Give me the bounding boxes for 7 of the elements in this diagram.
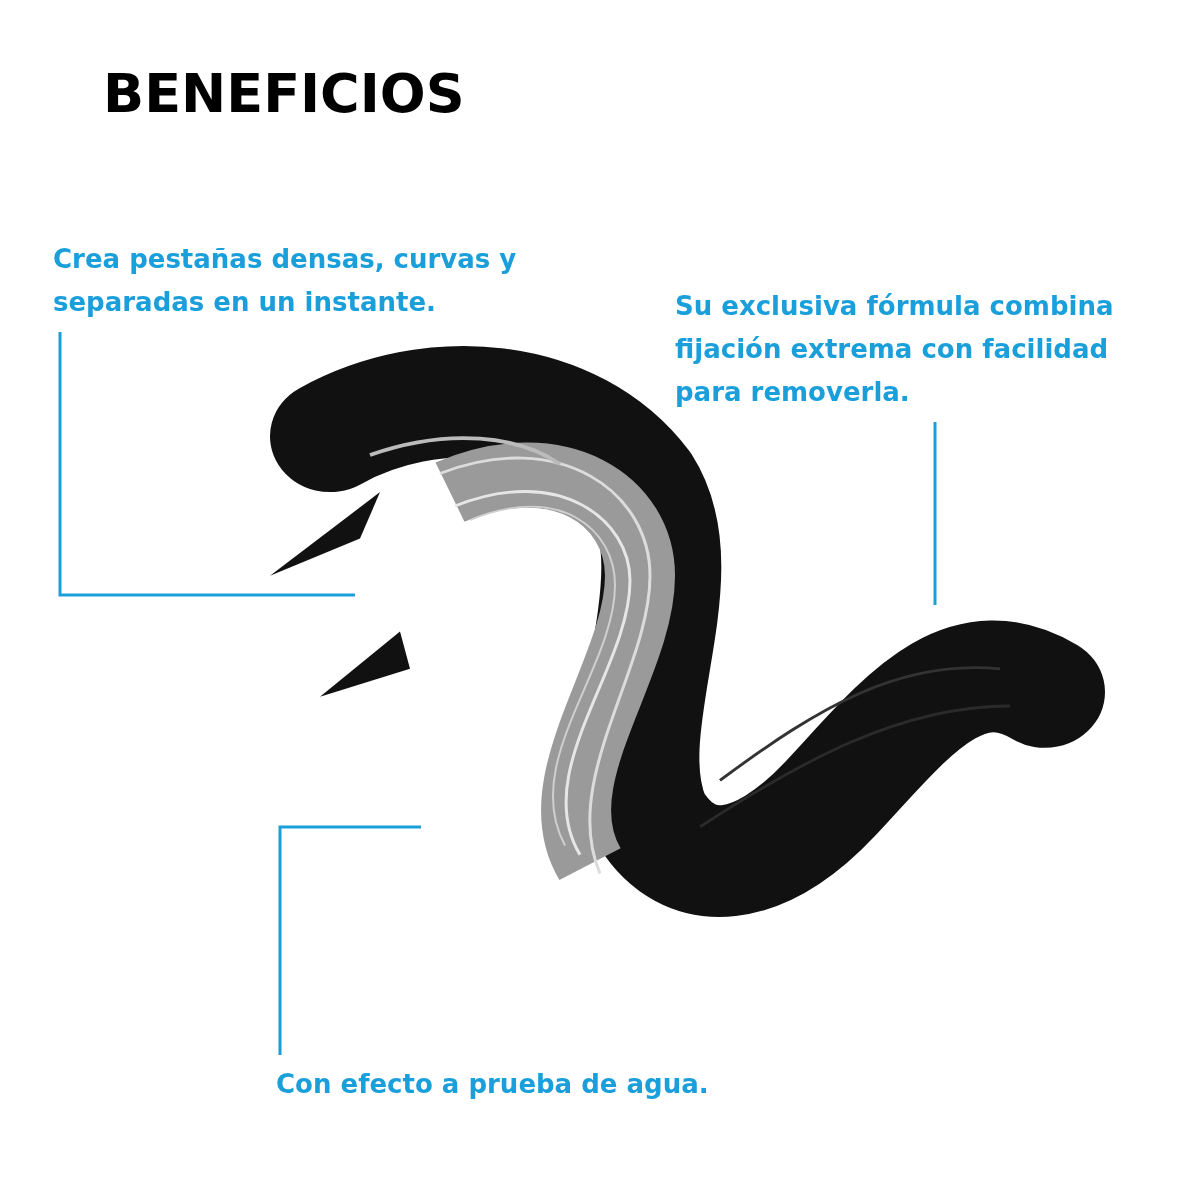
leader-line [278, 825, 421, 1055]
callout-text: Crea pestañas densas, curvas y separadas en un instante. [53, 243, 518, 319]
callout-text: Con efecto a prueba de agua. [276, 1068, 710, 1101]
leader-line [58, 332, 355, 597]
callout-text: Su exclusiva fórmula combina fijación extrema con facilidad para removerla. [675, 290, 1115, 409]
title: BENEFICIOS [103, 62, 465, 125]
leader-line [933, 422, 937, 605]
